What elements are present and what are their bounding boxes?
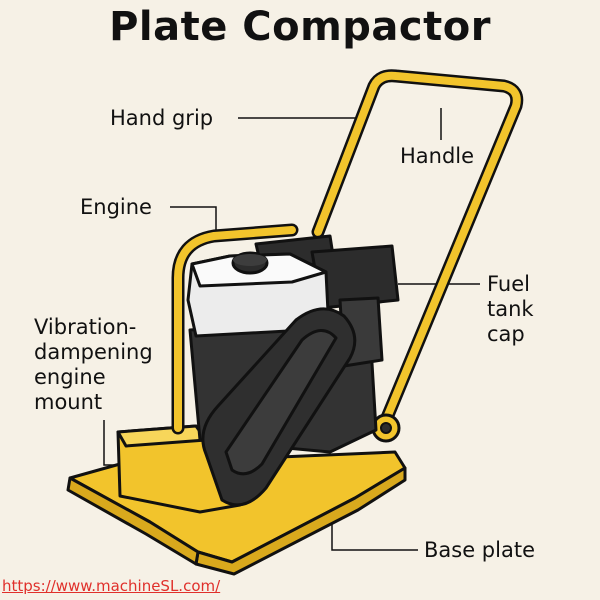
belt-guard — [201, 307, 357, 507]
fuel-tank — [186, 251, 330, 338]
page-title: Plate Compactor — [109, 4, 491, 50]
label-fuel-tank-cap: Fuel tank cap — [487, 272, 534, 346]
leader-engine — [170, 206, 217, 232]
label-base-plate: Base plate — [424, 538, 535, 562]
label-hand-grip: Hand grip — [110, 106, 214, 130]
label-engine-mount: Vibration- dampening engine mount — [34, 315, 153, 414]
label-handle: Handle — [400, 144, 475, 168]
source-link[interactable]: https://www.machineSL.com/ — [2, 577, 221, 595]
leader-engine-mount — [103, 420, 118, 466]
label-engine: Engine — [80, 195, 152, 219]
handle-frame — [171, 69, 524, 435]
